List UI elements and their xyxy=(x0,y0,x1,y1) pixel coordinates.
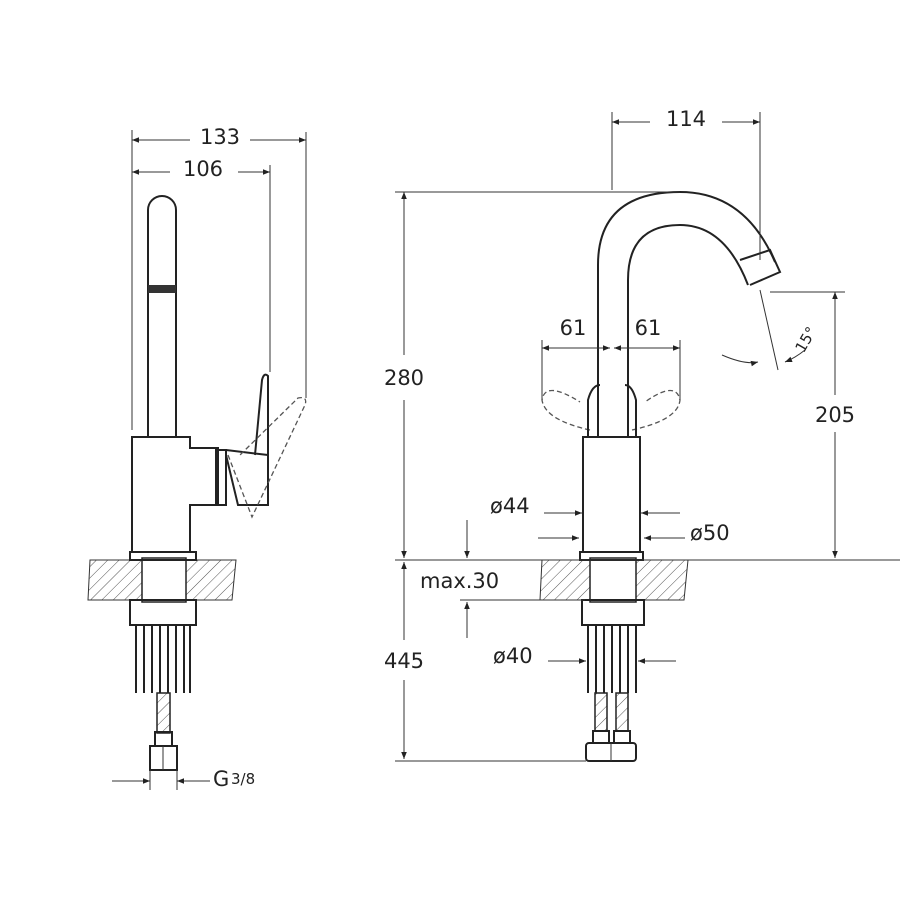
lever xyxy=(225,373,269,457)
front-view: 114 280 205 15° 61 61 ø44 ø50 xyxy=(384,107,900,762)
supply-hose xyxy=(594,692,608,732)
spout-nozzle xyxy=(739,248,782,286)
dim-lever-right: 61 xyxy=(635,316,662,340)
dim-spout-reach: 114 xyxy=(666,107,706,131)
shank-ribs xyxy=(587,625,637,693)
dim-width-total: 133 xyxy=(200,125,240,149)
dim-counter-thickness: max.30 xyxy=(420,569,499,593)
spout-tube xyxy=(147,195,177,437)
dim-shank-diameter: ø40 xyxy=(493,644,533,668)
faucet-body xyxy=(582,436,641,553)
dim-base-diameter: ø50 xyxy=(690,521,730,545)
dim-spout-height: 205 xyxy=(815,403,855,427)
lever xyxy=(587,384,637,437)
dim-hose-length: 445 xyxy=(384,649,424,673)
dim-thread: G xyxy=(213,767,229,791)
dim-width-spout: 106 xyxy=(183,157,223,181)
supply-hose xyxy=(615,692,629,732)
dim-swivel-angle: 15° xyxy=(792,324,821,356)
spout-gooseneck xyxy=(597,190,776,437)
dim-lever-left: 61 xyxy=(560,316,587,340)
dim-thread-fraction: 3/8 xyxy=(231,770,255,788)
side-view: 133 106 G 3/8 xyxy=(87,125,307,791)
supply-hose xyxy=(156,692,171,734)
dim-height-total: 280 xyxy=(384,366,424,390)
dim-body-diameter: ø44 xyxy=(490,494,530,518)
shank-ribs xyxy=(135,625,191,693)
faucet-body xyxy=(131,436,219,552)
